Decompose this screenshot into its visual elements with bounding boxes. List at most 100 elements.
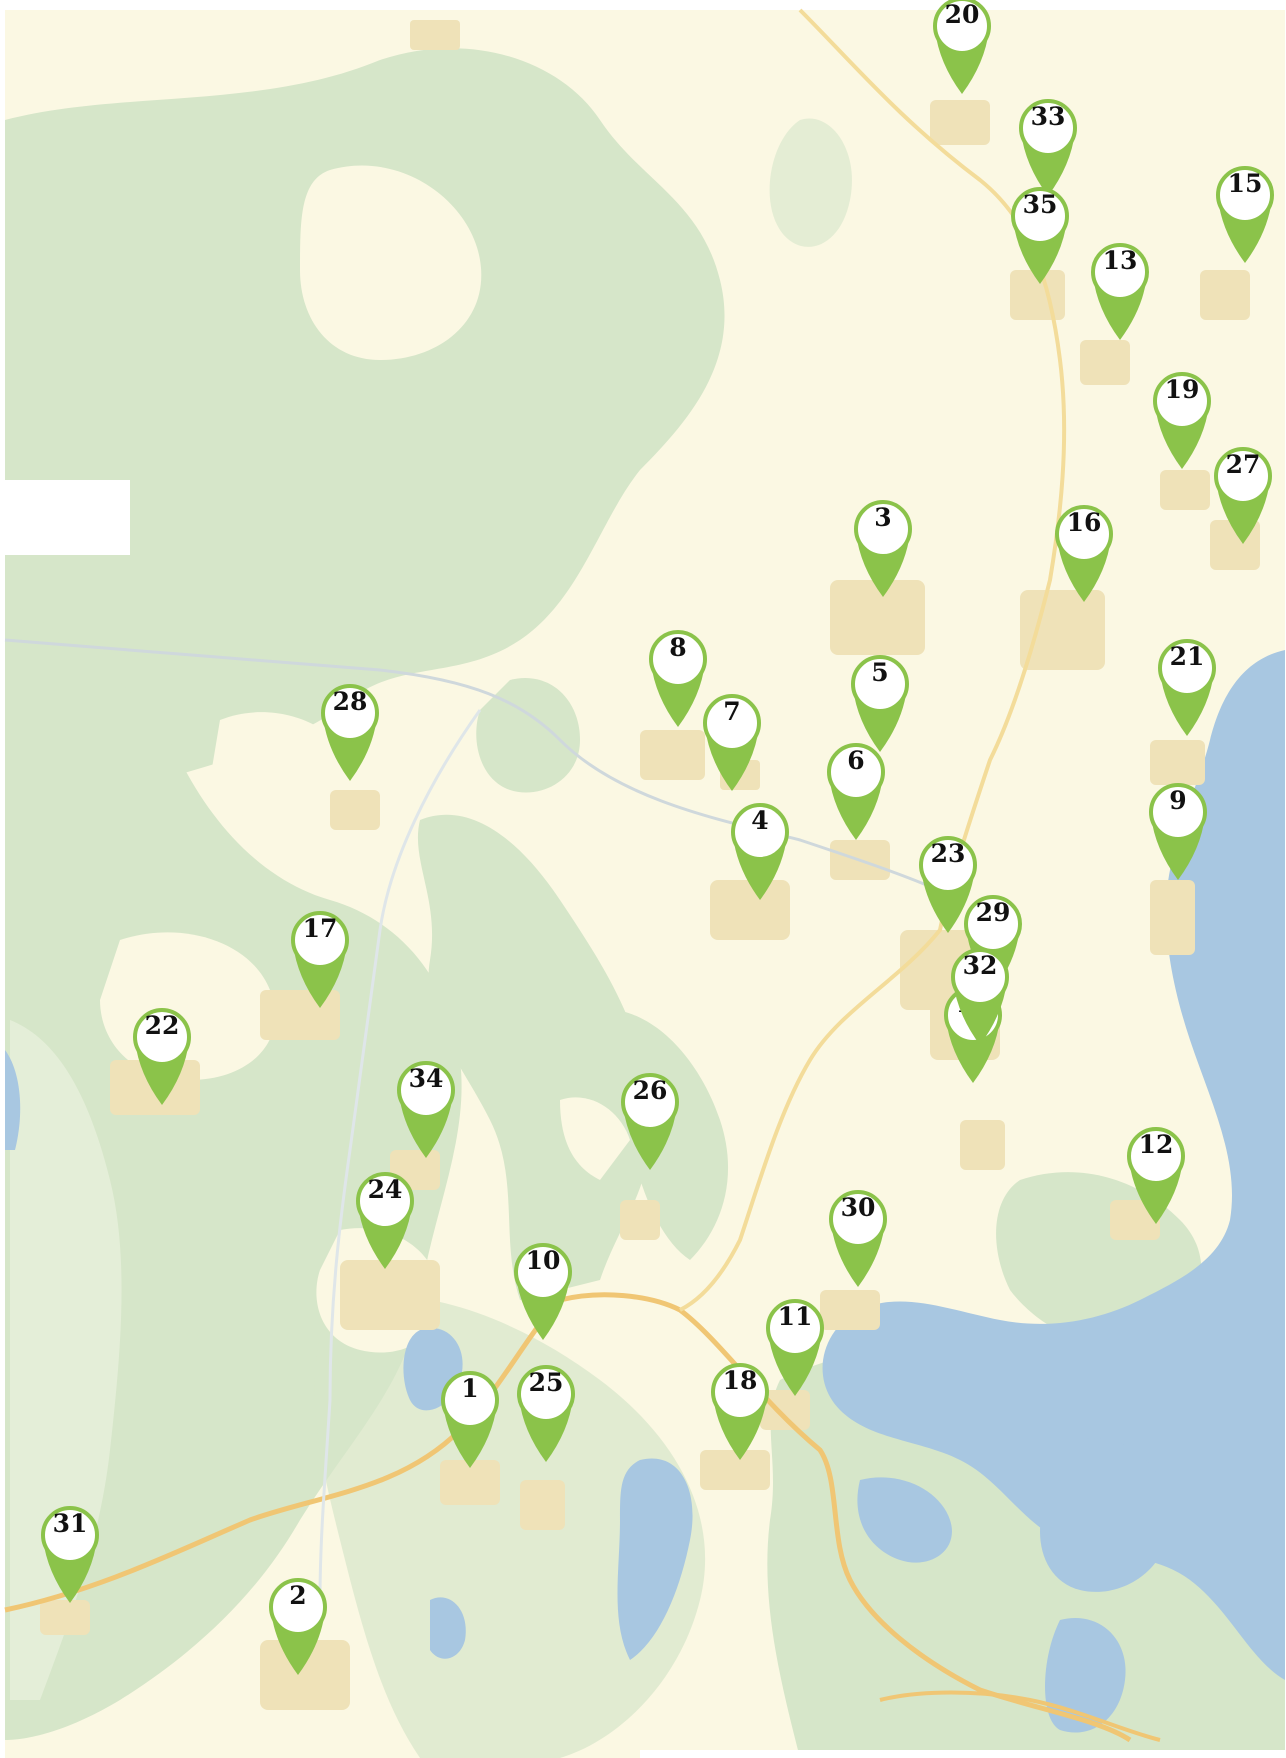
map-pin-head	[269, 1578, 327, 1636]
map-marker-31[interactable]: 31	[41, 1506, 99, 1603]
map-marker-17[interactable]: 17	[291, 911, 349, 1008]
marker-label: 15	[1228, 169, 1263, 198]
map-pin-head	[919, 836, 977, 894]
map-pin-head	[1158, 639, 1216, 697]
marker-layer: 1234567891011121314151617181920212223242…	[41, 0, 1274, 1675]
map-marker-25[interactable]: 25	[517, 1365, 575, 1462]
marker-label: 34	[409, 1064, 444, 1093]
map-marker-4[interactable]: 4	[731, 803, 789, 900]
map-marker-28[interactable]: 28	[321, 684, 379, 781]
marker-label: 16	[1067, 508, 1102, 537]
map-marker-10[interactable]: 10	[514, 1243, 572, 1340]
map-pin-head	[851, 655, 909, 713]
marker-label: 10	[526, 1246, 561, 1275]
map-pin-head	[1216, 166, 1274, 224]
marker-label: 32	[963, 951, 998, 980]
marker-label: 23	[931, 839, 966, 868]
marker-label: 5	[871, 658, 888, 687]
map-marker-5[interactable]: 5	[851, 655, 909, 752]
map-pin-head	[621, 1073, 679, 1131]
map-pin-head	[441, 1371, 499, 1429]
map-pin-head	[1127, 1127, 1185, 1185]
marker-label: 11	[778, 1302, 813, 1331]
marker-label: 9	[1169, 786, 1186, 815]
map-marker-23[interactable]: 23	[919, 836, 977, 933]
marker-label: 18	[723, 1366, 758, 1395]
map-pin-head	[766, 1299, 824, 1357]
map-background	[4, 8, 1286, 1758]
marker-label: 4	[751, 806, 768, 835]
map-marker-33[interactable]: 33	[1019, 99, 1077, 196]
marker-label: 30	[841, 1193, 876, 1222]
map-pin-head	[1091, 243, 1149, 301]
map-pin-head	[649, 630, 707, 688]
marker-label: 21	[1170, 642, 1205, 671]
map-marker-30[interactable]: 30	[829, 1190, 887, 1287]
map-marker-15[interactable]: 15	[1216, 166, 1274, 263]
map-pin-head	[514, 1243, 572, 1301]
map-marker-26[interactable]: 26	[621, 1073, 679, 1170]
blank-strip	[640, 1750, 1286, 1758]
map-pin-head	[1055, 505, 1113, 563]
map-pin-head	[964, 895, 1022, 953]
marker-label: 26	[633, 1076, 668, 1105]
map-marker-21[interactable]: 21	[1158, 639, 1216, 736]
map-pin-head	[1149, 783, 1207, 841]
map-marker-3[interactable]: 3	[854, 500, 912, 597]
map-pin-head	[711, 1363, 769, 1421]
marker-label: 2	[289, 1581, 306, 1610]
map-marker-12[interactable]: 12	[1127, 1127, 1185, 1224]
map-marker-8[interactable]: 8	[649, 630, 707, 727]
map-marker-13[interactable]: 13	[1091, 243, 1149, 340]
map-marker-7[interactable]: 7	[703, 694, 761, 791]
marker-label: 22	[145, 1011, 180, 1040]
map-marker-11[interactable]: 11	[766, 1299, 824, 1396]
map-marker-34[interactable]: 34	[397, 1061, 455, 1158]
map-pin-head	[321, 684, 379, 742]
marker-label: 29	[976, 898, 1011, 927]
map-marker-24[interactable]: 24	[356, 1172, 414, 1269]
map-pin-head	[1011, 187, 1069, 245]
map-pin-head	[829, 1190, 887, 1248]
map-marker-18[interactable]: 18	[711, 1363, 769, 1460]
map-pin-head	[41, 1506, 99, 1564]
marker-label: 13	[1103, 246, 1138, 275]
marker-label: 27	[1226, 450, 1261, 479]
settlement-layer	[40, 20, 1260, 1710]
map-marker-29[interactable]: 29	[964, 895, 1022, 992]
map-marker-27[interactable]: 27	[1214, 447, 1272, 544]
marker-label: 3	[874, 503, 891, 532]
marker-label: 28	[333, 687, 368, 716]
marker-label: 31	[53, 1509, 88, 1538]
map-marker-22[interactable]: 22	[133, 1008, 191, 1105]
marker-label: 6	[847, 746, 864, 775]
map-marker-6[interactable]: 6	[827, 743, 885, 840]
map-pin-head	[291, 911, 349, 969]
map-pin-head	[1019, 99, 1077, 157]
map-pin-head	[1153, 372, 1211, 430]
map-marker-20[interactable]: 20	[933, 0, 991, 94]
marker-label: 7	[723, 697, 740, 726]
marker-label: 1	[461, 1374, 478, 1403]
marker-label: 17	[303, 914, 338, 943]
map-pin-head	[951, 948, 1009, 1006]
map-marker-35[interactable]: 35	[1011, 187, 1069, 284]
map-pin-head	[827, 743, 885, 801]
map-pin-head	[397, 1061, 455, 1119]
map-pin-head	[703, 694, 761, 752]
map-marker-19[interactable]: 19	[1153, 372, 1211, 469]
marker-label: 12	[1139, 1130, 1174, 1159]
map-marker-1[interactable]: 1	[441, 1371, 499, 1468]
blank-tile	[5, 480, 130, 555]
marker-label: 25	[529, 1368, 564, 1397]
map-pin-head	[356, 1172, 414, 1230]
map-pin-head	[133, 1008, 191, 1066]
marker-label: 24	[368, 1175, 403, 1204]
map-marker-2[interactable]: 2	[269, 1578, 327, 1675]
map-marker-32[interactable]: 32	[951, 948, 1009, 1045]
map-marker-9[interactable]: 9	[1149, 783, 1207, 880]
map-marker-16[interactable]: 16	[1055, 505, 1113, 602]
map-pin-head	[731, 803, 789, 861]
map-pin-head	[1214, 447, 1272, 505]
